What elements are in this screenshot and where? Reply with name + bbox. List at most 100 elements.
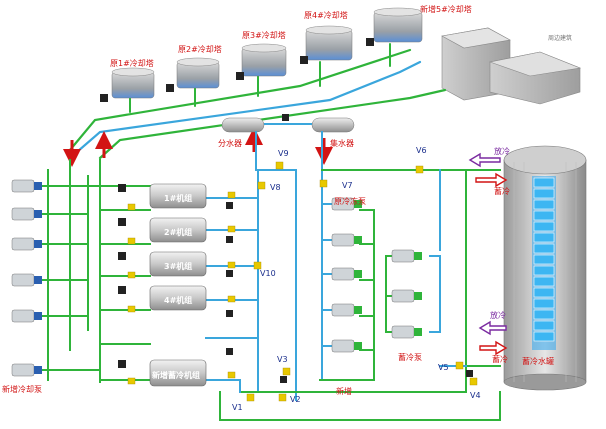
valve-v5: V5	[438, 361, 464, 372]
chilled-pump	[331, 267, 362, 281]
chiller-3: 3#机组	[118, 251, 207, 277]
chiller-5-new: 新增蓄冷机组	[118, 359, 207, 387]
chiller-4-label: 4#机组	[164, 295, 192, 305]
condenser-pumps: 新增冷却泵	[2, 179, 42, 394]
sensor-icon	[226, 348, 233, 355]
valve-v1-label: V1	[232, 403, 243, 412]
chilled-pump	[331, 233, 362, 247]
cooling-tower-2: 原2#冷却塔	[166, 44, 222, 92]
chilled-pump	[331, 197, 362, 211]
tower-2-label: 原2#冷却塔	[178, 44, 222, 54]
building-label: 周边建筑	[548, 34, 572, 42]
tower-2-control-icon	[166, 84, 174, 92]
valve-v6: V6	[415, 146, 427, 174]
tower-1-control-icon	[100, 94, 108, 102]
tower-5-control-icon	[366, 38, 374, 46]
charge-arrow-icon	[479, 340, 508, 356]
valve-v3: V3	[277, 355, 291, 376]
cooling-tower-4: 原4#冷却塔	[300, 10, 353, 64]
storage-pump-label: 蓄冷泵	[398, 352, 422, 362]
sensor-icon	[226, 236, 233, 243]
new-cooling-pump-label: 新增冷却泵	[2, 384, 42, 394]
chiller-2-control-icon	[118, 218, 126, 226]
surrounding-buildings: 周边建筑	[441, 27, 582, 105]
cooling-flow-arrows	[63, 127, 333, 167]
tower-3-control-icon	[236, 72, 244, 80]
tank-charge-bottom-label: 蓄冷	[492, 354, 508, 364]
supply-header: 分水器	[218, 117, 265, 148]
tank-discharge-top-label: 放冷	[494, 146, 510, 156]
cooling-tower-1: 原1#冷却塔	[100, 58, 155, 102]
sensor-icon	[280, 376, 287, 383]
header-sensor-icon	[282, 114, 289, 121]
tower-4-label: 原4#冷却塔	[304, 10, 348, 20]
valve-v5-label: V5	[438, 363, 449, 372]
chiller-4: 4#机组	[118, 285, 207, 311]
chiller-1: 1#机组	[118, 183, 207, 209]
supply-header-label: 分水器	[218, 138, 242, 148]
new-chilled-pump-label: 新增	[336, 386, 352, 396]
chiller-1-control-icon	[118, 184, 126, 192]
storage-pump	[391, 289, 422, 303]
return-header: 集水器	[311, 117, 355, 148]
discharge-arrow-icon	[468, 152, 501, 168]
valve-v10: V10	[253, 261, 276, 278]
chilled-pump	[331, 303, 362, 317]
sensor-icon	[226, 310, 233, 317]
storage-pump	[391, 325, 422, 339]
chilled-pump-new	[331, 339, 362, 353]
storage-pumps: 蓄冷泵	[391, 249, 422, 362]
discharge-arrow-icon	[478, 320, 507, 336]
valve-v4: V4	[469, 377, 481, 400]
chilled-water-pumps: 原冷冻泵 新增	[331, 196, 366, 396]
chiller-2: 2#机组	[118, 217, 207, 243]
valve-v9-label: V9	[278, 149, 289, 158]
valve-v3-label: V3	[277, 355, 288, 364]
tank-discharge-bottom-label: 放冷	[490, 310, 506, 320]
condenser-pump	[11, 273, 42, 287]
valve-v4-label: V4	[470, 391, 481, 400]
cooling-tower-5: 新增5#冷却塔	[366, 4, 472, 46]
condenser-pump	[11, 237, 42, 251]
chiller-3-label: 3#机组	[164, 261, 192, 271]
chiller-2-label: 2#机组	[164, 227, 192, 237]
valves: V1 V2 V3 V4 V5 V6 V7 V8 V9 V10	[226, 146, 481, 412]
chiller-valves	[127, 191, 236, 385]
chiller-4-control-icon	[118, 286, 126, 294]
chiller-5-control-icon	[118, 360, 126, 368]
tower-1-label: 原1#冷却塔	[110, 58, 154, 68]
valve-v8-label: V8	[270, 183, 281, 192]
chiller-5-label: 新增蓄冷机组	[152, 370, 200, 380]
condenser-pump	[11, 179, 42, 193]
cold-storage-tank: 蓄冷水罐	[503, 145, 587, 391]
tower-3-label: 原3#冷却塔	[242, 30, 286, 40]
valve-v9: V9	[275, 149, 289, 170]
valve-v7-label: V7	[342, 181, 353, 190]
tank-charge-top-label: 蓄冷	[494, 186, 510, 196]
condenser-pump	[11, 309, 42, 323]
tank-label: 蓄冷水罐	[522, 356, 554, 366]
condenser-pump-new	[11, 363, 42, 377]
valve-v7: V7	[319, 179, 353, 190]
valve-v8: V8	[257, 181, 281, 192]
return-header-label: 集水器	[330, 138, 354, 148]
valve-v2: V2	[278, 393, 301, 404]
tank-flow-indicators: 放冷 蓄冷 放冷 蓄冷	[468, 146, 510, 364]
valve-v1: V1	[232, 393, 255, 412]
chiller-1-label: 1#机组	[164, 193, 192, 203]
storage-pump	[391, 249, 422, 263]
sensor-icon	[226, 202, 233, 209]
valve-v6-label: V6	[416, 146, 427, 155]
valve-v2-label: V2	[290, 395, 301, 404]
chiller-3-control-icon	[118, 252, 126, 260]
sensor-icon	[226, 270, 233, 277]
sensor-icon	[466, 370, 473, 377]
valve-v10-label: V10	[260, 269, 276, 278]
tower-5-label: 新增5#冷却塔	[420, 4, 472, 14]
charge-arrow-icon	[475, 172, 508, 188]
original-chilled-pump-label: 原冷冻泵	[334, 196, 366, 206]
condenser-pump	[11, 207, 42, 221]
tower-4-control-icon	[300, 56, 308, 64]
tank-level-gauge	[532, 176, 556, 350]
